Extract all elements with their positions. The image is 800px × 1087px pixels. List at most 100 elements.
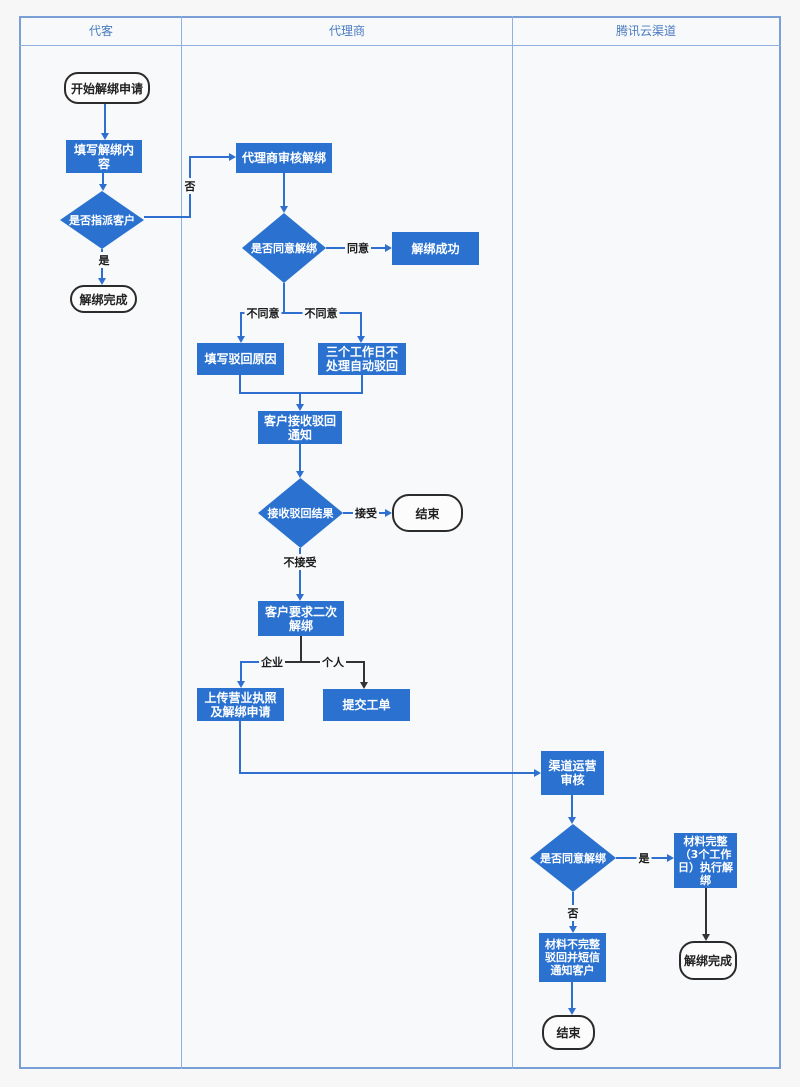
node-label: 客户接收驳回通知 bbox=[263, 413, 336, 442]
node-submit-ticket: 提交工单 bbox=[323, 689, 410, 721]
lane-divider-1 bbox=[181, 16, 182, 1069]
edge-label-accept: 接受 bbox=[353, 505, 379, 521]
node-channel-operations-review: 渠道运营审核 bbox=[541, 751, 604, 795]
edge-label-yes: 是 bbox=[96, 252, 112, 268]
lane-title: 代客 bbox=[88, 24, 113, 38]
edge-label-not-accept: 不接受 bbox=[281, 554, 319, 570]
node-auto-reject-3-days: 三个工作日不处理自动驳回 bbox=[318, 343, 406, 375]
lane-title: 代理商 bbox=[328, 24, 365, 38]
node-label: 填写驳回原因 bbox=[204, 352, 277, 366]
edge-label-enterprise: 企业 bbox=[259, 654, 285, 670]
arrowhead bbox=[360, 682, 368, 689]
node-label: 填写解绑内容 bbox=[73, 142, 134, 171]
node-label: 是否同意解绑 bbox=[251, 242, 317, 255]
edge-label-disagree-right: 不同意 bbox=[302, 305, 340, 321]
node-fill-unbind-content: 填写解绑内容 bbox=[66, 140, 142, 173]
connector-segment bbox=[299, 548, 301, 595]
node-customer-second-unbind: 客户要求二次解绑 bbox=[258, 601, 344, 636]
node-unbind-success: 解绑成功 bbox=[392, 232, 479, 265]
connector-segment bbox=[360, 312, 362, 337]
node-agent-review-unbind: 代理商审核解绑 bbox=[236, 143, 332, 173]
connector-segment bbox=[363, 661, 365, 683]
arrowhead bbox=[667, 854, 674, 862]
edge-label-yes-2: 是 bbox=[636, 850, 652, 866]
node-end-1: 结束 bbox=[392, 494, 463, 532]
arrowhead bbox=[385, 244, 392, 252]
connector-segment bbox=[239, 772, 535, 774]
node-unbind-complete-2: 解绑完成 bbox=[679, 941, 737, 980]
arrowhead bbox=[569, 926, 577, 933]
arrowhead bbox=[357, 336, 365, 343]
node-label: 解绑完成 bbox=[683, 954, 732, 968]
lane-header-tencent-channel: 腾讯云渠道 bbox=[513, 16, 779, 45]
arrowhead bbox=[296, 594, 304, 601]
node-label: 是否同意解绑 bbox=[540, 852, 606, 865]
node-material-incomplete-reject-sms: 材料不完整驳回并短信通知客户 bbox=[539, 933, 606, 982]
lane-title: 腾讯云渠道 bbox=[615, 24, 676, 38]
arrowhead bbox=[702, 934, 710, 941]
node-customer-receives-reject-notice: 客户接收驳回通知 bbox=[258, 411, 342, 444]
connector-segment bbox=[239, 375, 241, 394]
connector-segment bbox=[189, 156, 230, 158]
connector-segment bbox=[262, 661, 365, 663]
node-label: 解绑完成 bbox=[79, 292, 128, 307]
edge-label-disagree-left: 不同意 bbox=[244, 305, 282, 321]
arrowhead bbox=[568, 1008, 576, 1015]
node-fill-reject-reason: 填写驳回原因 bbox=[197, 343, 284, 375]
connector-segment bbox=[239, 721, 241, 774]
connector-segment bbox=[240, 312, 242, 337]
connector-segment bbox=[705, 888, 707, 935]
arrowhead bbox=[99, 184, 107, 191]
node-label: 三个工作日不处理自动驳回 bbox=[325, 345, 398, 373]
node-label: 结束 bbox=[556, 1026, 581, 1040]
arrowhead bbox=[237, 336, 245, 343]
connector-segment bbox=[283, 173, 285, 207]
node-label: 是否指派客户 bbox=[69, 214, 135, 227]
lane-header-agent: 代理商 bbox=[182, 16, 512, 45]
node-label: 材料完整（3个工作日）执行解绑 bbox=[678, 834, 733, 887]
connector-segment bbox=[102, 173, 104, 185]
node-label: 渠道运营审核 bbox=[548, 759, 597, 787]
node-label: 接收驳回结果 bbox=[267, 507, 334, 520]
node-end-2: 结束 bbox=[542, 1015, 595, 1050]
connector-segment bbox=[104, 104, 106, 134]
connector-segment bbox=[571, 982, 573, 1009]
connector-segment bbox=[283, 283, 285, 314]
arrowhead bbox=[280, 206, 288, 213]
connector-segment bbox=[361, 375, 363, 394]
connector-segment bbox=[239, 392, 363, 394]
arrowhead bbox=[296, 471, 304, 478]
connector-segment bbox=[299, 392, 301, 405]
edge-label-no: 否 bbox=[182, 178, 198, 194]
node-label: 上传营业执照及解绑申请 bbox=[204, 690, 277, 719]
arrowhead bbox=[98, 278, 106, 285]
node-unbind-complete-1: 解绑完成 bbox=[70, 285, 137, 313]
node-label: 提交工单 bbox=[342, 698, 391, 712]
lane-header-underline bbox=[19, 45, 781, 46]
edge-label-no-2: 否 bbox=[565, 905, 581, 921]
connector-segment bbox=[299, 444, 301, 472]
edge-label-personal: 个人 bbox=[320, 654, 346, 670]
arrowhead bbox=[229, 153, 236, 161]
node-label: 材料不完整驳回并短信通知客户 bbox=[545, 938, 600, 977]
node-upload-business-license: 上传营业执照及解绑申请 bbox=[197, 688, 284, 721]
node-material-complete-execute: 材料完整（3个工作日）执行解绑 bbox=[674, 833, 737, 888]
node-label: 客户要求二次解绑 bbox=[264, 604, 337, 633]
arrowhead bbox=[568, 817, 576, 824]
arrowhead bbox=[385, 509, 392, 517]
node-start-unbind-request: 开始解绑申请 bbox=[64, 72, 150, 104]
node-label: 代理商审核解绑 bbox=[241, 151, 326, 165]
connector-segment bbox=[240, 661, 264, 663]
arrowhead bbox=[237, 681, 245, 688]
node-label: 开始解绑申请 bbox=[70, 81, 143, 96]
lane-header-customer: 代客 bbox=[21, 16, 181, 45]
connector-segment bbox=[300, 636, 302, 663]
arrowhead bbox=[101, 133, 109, 140]
connector-segment bbox=[144, 216, 191, 218]
swimlane-frame bbox=[19, 16, 781, 1069]
node-label: 解绑成功 bbox=[411, 241, 460, 256]
connector-segment bbox=[571, 795, 573, 818]
arrowhead bbox=[534, 769, 541, 777]
lane-divider-2 bbox=[512, 16, 513, 1069]
